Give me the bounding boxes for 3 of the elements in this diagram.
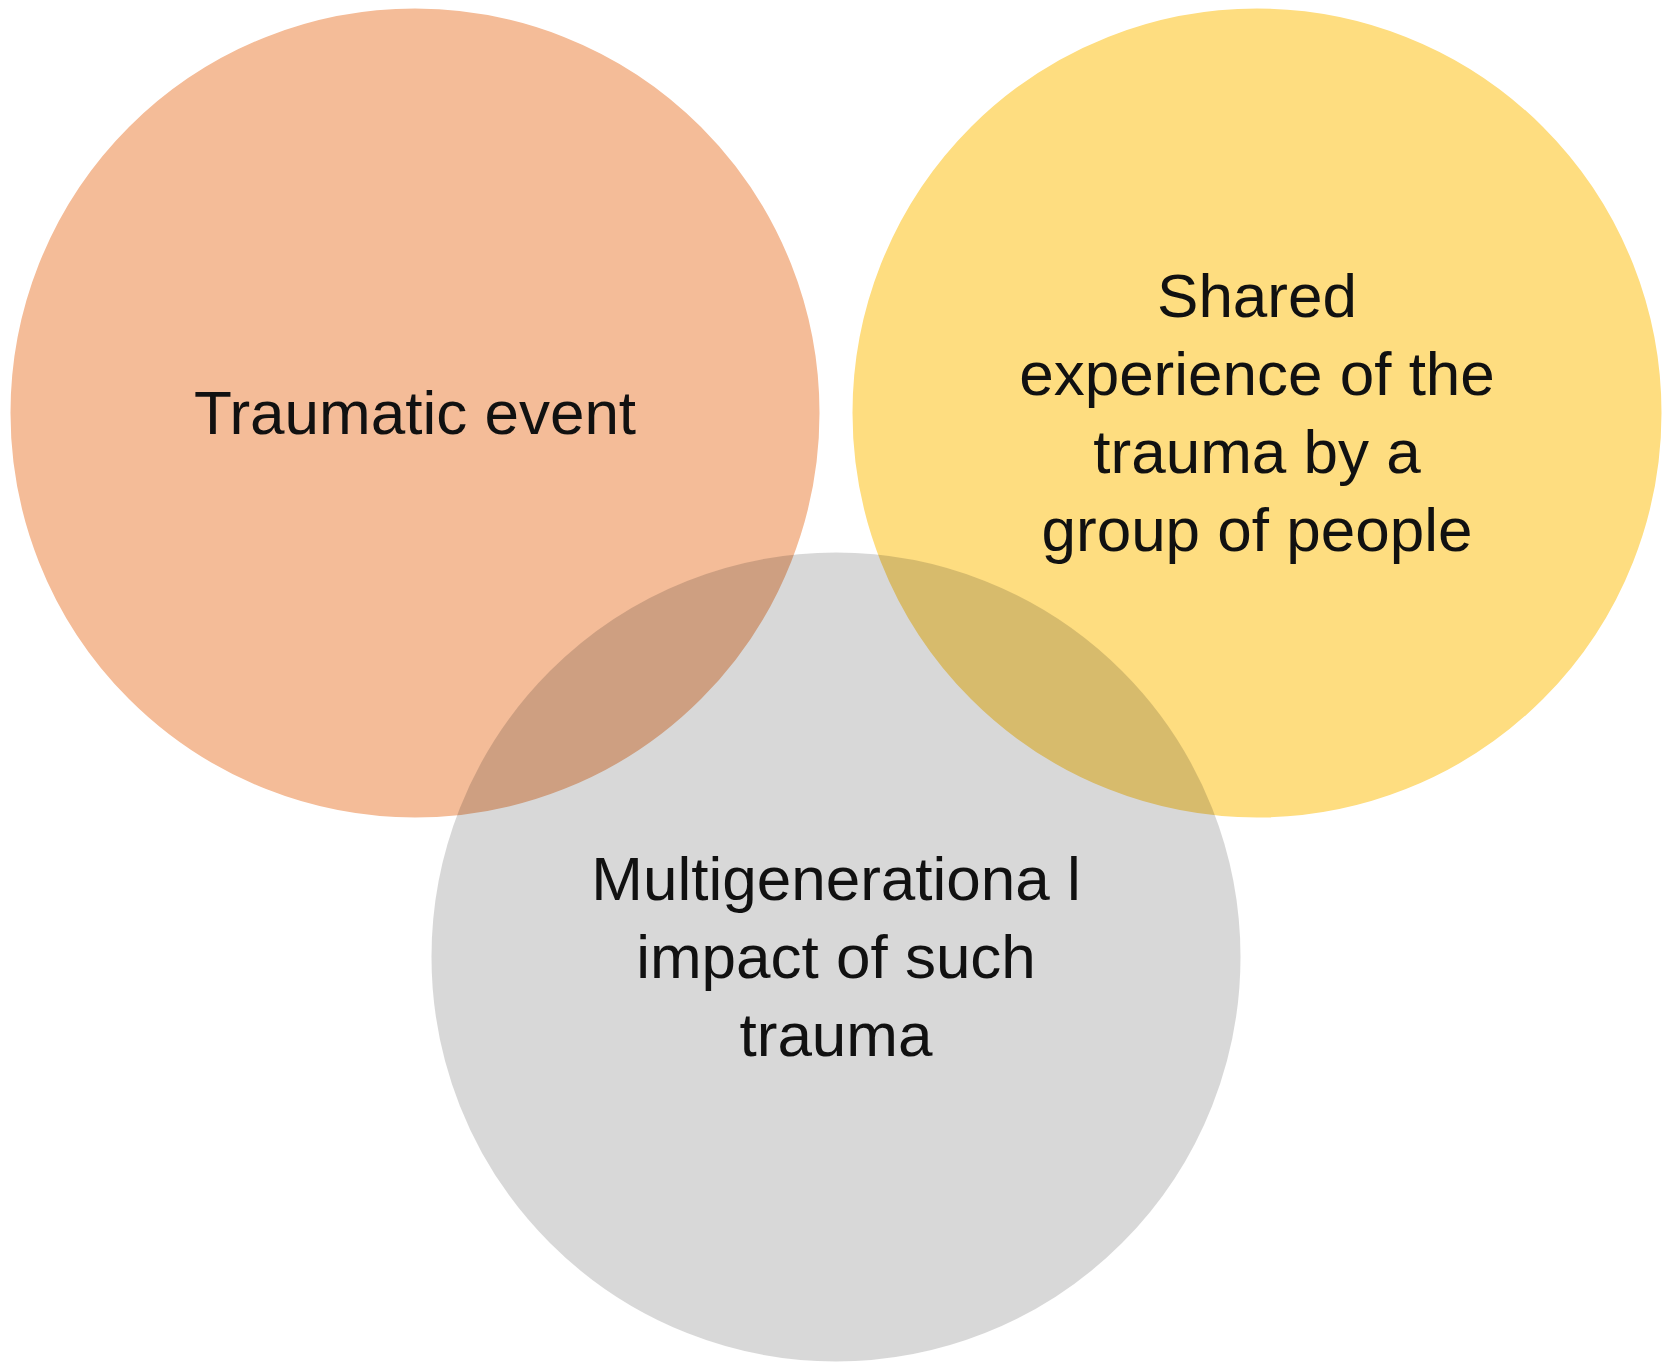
circle-label: Traumatic event <box>135 374 695 452</box>
circle-label: Multigenerationa l impact of such trauma <box>566 840 1106 1074</box>
circle-label: Shared experience of the trauma by a group of people <box>1007 257 1507 569</box>
